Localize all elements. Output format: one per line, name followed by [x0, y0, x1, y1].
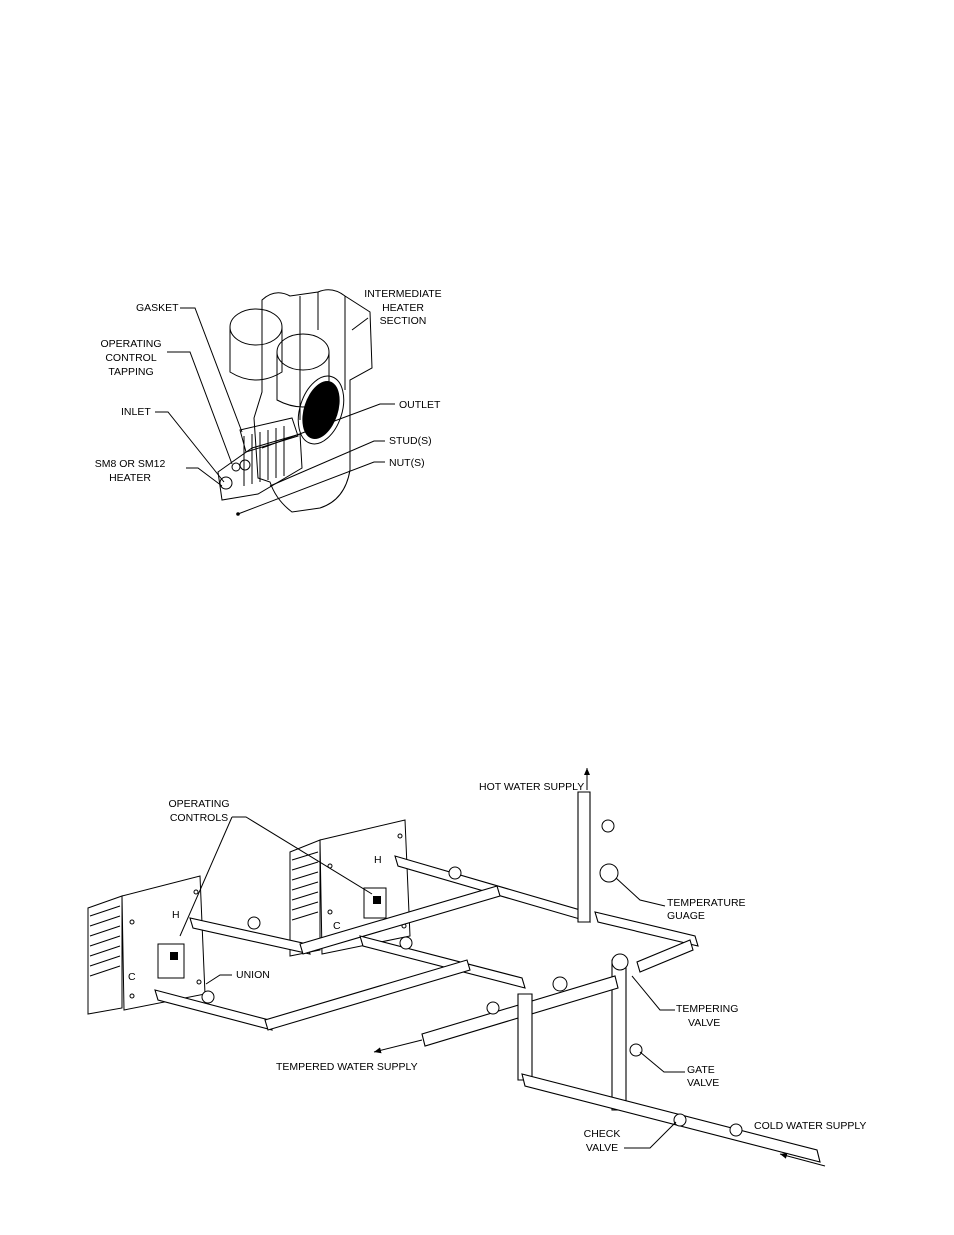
check-valve-label-line2: VALVE [586, 1142, 618, 1154]
union-label: UNION [236, 969, 270, 981]
heater-label-line1: SM8 OR SM12 [95, 458, 166, 470]
front-heater-cold-marker: C [128, 971, 136, 983]
back-heater-cold-marker: C [333, 920, 341, 932]
piping-diagram [87, 768, 826, 1167]
figure1-leaders [155, 307, 395, 515]
front-heater-hot-marker: H [172, 909, 180, 921]
inlet-label: INLET [121, 406, 151, 418]
intermediate-heater-label-line1: INTERMEDIATE [364, 288, 441, 300]
gate-valve-label-line2: VALVE [687, 1077, 719, 1089]
temperature-gauge-label-line1: TEMPERATURE [667, 897, 746, 909]
back-heater-hot-marker: H [374, 854, 382, 866]
check-valve-label-line1: CHECK [584, 1128, 621, 1140]
gate-valve-label-line1: GATE [687, 1064, 715, 1076]
tempering-valve-label-line1: TEMPERING [676, 1003, 738, 1015]
operating-controls-label-line1: OPERATING [168, 798, 229, 810]
operating-control-label-line3: TAPPING [108, 366, 153, 378]
hot-water-supply-label: HOT WATER SUPPLY [479, 781, 584, 793]
intermediate-heater-label-line2: HEATER [382, 302, 424, 314]
heater-section-illustration [217, 289, 373, 516]
operating-control-label-line1: OPERATING [100, 338, 161, 350]
intermediate-heater-label-line3: SECTION [380, 315, 427, 327]
operating-controls-label-line2: CONTROLS [170, 812, 228, 824]
cold-water-supply-label: COLD WATER SUPPLY [754, 1120, 866, 1132]
gasket-label: GASKET [136, 302, 179, 314]
back-heater [289, 819, 411, 957]
nuts-label: NUT(S) [389, 457, 425, 469]
studs-label: STUD(S) [389, 435, 432, 447]
operating-control-label-line2: CONTROL [105, 352, 156, 364]
front-heater [87, 875, 206, 1015]
temperature-gauge-label-line2: GUAGE [667, 910, 705, 922]
tempered-water-supply-label: TEMPERED WATER SUPPLY [276, 1061, 418, 1073]
outlet-label: OUTLET [399, 399, 441, 411]
heater-label-line2: HEATER [109, 472, 151, 484]
tempering-valve-label-line2: VALVE [688, 1017, 720, 1029]
figure2-leaders [179, 816, 685, 1149]
